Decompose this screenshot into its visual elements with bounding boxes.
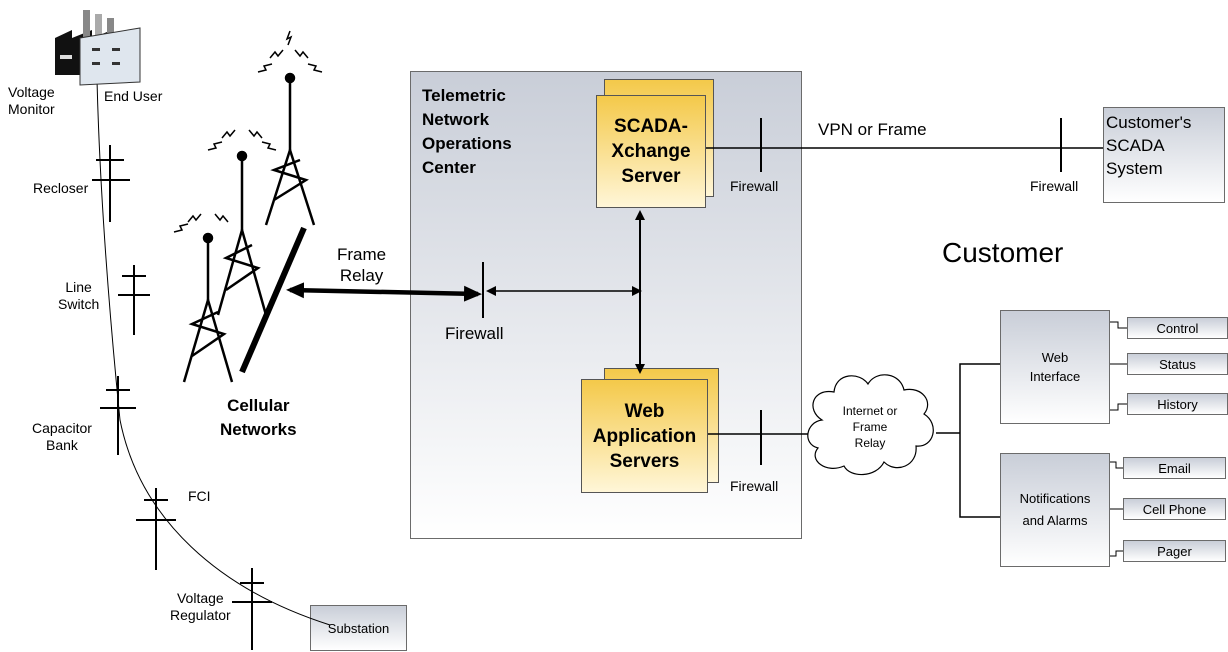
connector-email <box>1110 461 1123 469</box>
regulator-pole-icon <box>232 568 272 650</box>
frame-relay-arrow <box>286 282 482 302</box>
cloud-icon <box>807 374 934 476</box>
voltage-regulator-label: Voltage Regulator <box>170 590 231 623</box>
cell-tower-icon <box>257 30 323 226</box>
capacitor-bank-label: Capacitor Bank <box>32 420 92 453</box>
pager-box[interactable]: Pager <box>1123 540 1226 562</box>
web-interface-box[interactable]: Web Interface <box>1000 310 1110 424</box>
firewall-scada-label: Firewall <box>730 178 779 194</box>
pager-label: Pager <box>1157 543 1192 559</box>
customer-system-label: Customer's SCADA System <box>1106 113 1192 178</box>
email-box[interactable]: Email <box>1123 457 1226 479</box>
recloser-pole-icon <box>92 145 130 222</box>
customer-heading: Customer <box>942 237 1064 268</box>
substation-label: Substation <box>327 620 390 636</box>
status-label: Status <box>1159 356 1196 372</box>
frame-relay-label: Frame Relay <box>337 245 387 285</box>
substation-box[interactable]: Substation <box>310 605 407 651</box>
cloud-label: Internet or Frame Relay <box>842 404 898 450</box>
cellular-networks-label: Cellular Networks <box>220 396 297 439</box>
history-label: History <box>1157 396 1198 412</box>
end-user-label: End User <box>104 88 163 104</box>
notifications-label: Notifications and Alarms <box>1019 491 1091 528</box>
web-interface-label: Web Interface <box>1029 350 1081 384</box>
factory-icon <box>55 10 141 86</box>
connector-history <box>1110 403 1127 411</box>
firewall-web-label: Firewall <box>730 478 779 494</box>
cell-phone-box[interactable]: Cell Phone <box>1123 498 1226 520</box>
recloser-label: Recloser <box>33 180 89 196</box>
control-label: Control <box>1156 320 1199 336</box>
line-switch-label: Line Switch <box>58 279 100 312</box>
firewall-customer-label: Firewall <box>1030 178 1079 194</box>
cell-phone-label: Cell Phone <box>1142 501 1207 517</box>
web-servers-label: Web Application Servers <box>592 400 697 472</box>
power-line <box>96 79 331 626</box>
firewall-frame-relay-label: Firewall <box>445 324 504 343</box>
bus-bracket <box>959 363 1000 518</box>
fci-pole-icon <box>136 488 176 570</box>
noc-title: Telemetric Network Operations Center <box>422 86 512 177</box>
vpn-label: VPN or Frame <box>818 120 927 139</box>
line-switch-pole-icon <box>118 265 150 335</box>
connector-control <box>1110 321 1127 329</box>
cell-tower-icon <box>207 129 277 316</box>
voltage-monitor-label: Voltage Monitor <box>8 84 55 117</box>
history-box[interactable]: History <box>1127 393 1228 415</box>
scada-xchange-server[interactable]: SCADA- Xchange Server <box>596 95 706 208</box>
customer-scada-system[interactable]: Customer's SCADA System <box>1103 107 1225 203</box>
notifications-box[interactable]: Notifications and Alarms <box>1000 453 1110 567</box>
fci-label: FCI <box>188 488 211 504</box>
connector-pager <box>1110 550 1123 557</box>
web-application-servers[interactable]: Web Application Servers <box>581 379 708 493</box>
cellular-link-bar <box>239 226 307 374</box>
cell-tower-icon <box>173 213 234 383</box>
capacitor-bank-pole-icon <box>100 376 136 455</box>
scada-server-label: SCADA- Xchange Server <box>611 116 691 187</box>
email-label: Email <box>1158 460 1191 476</box>
